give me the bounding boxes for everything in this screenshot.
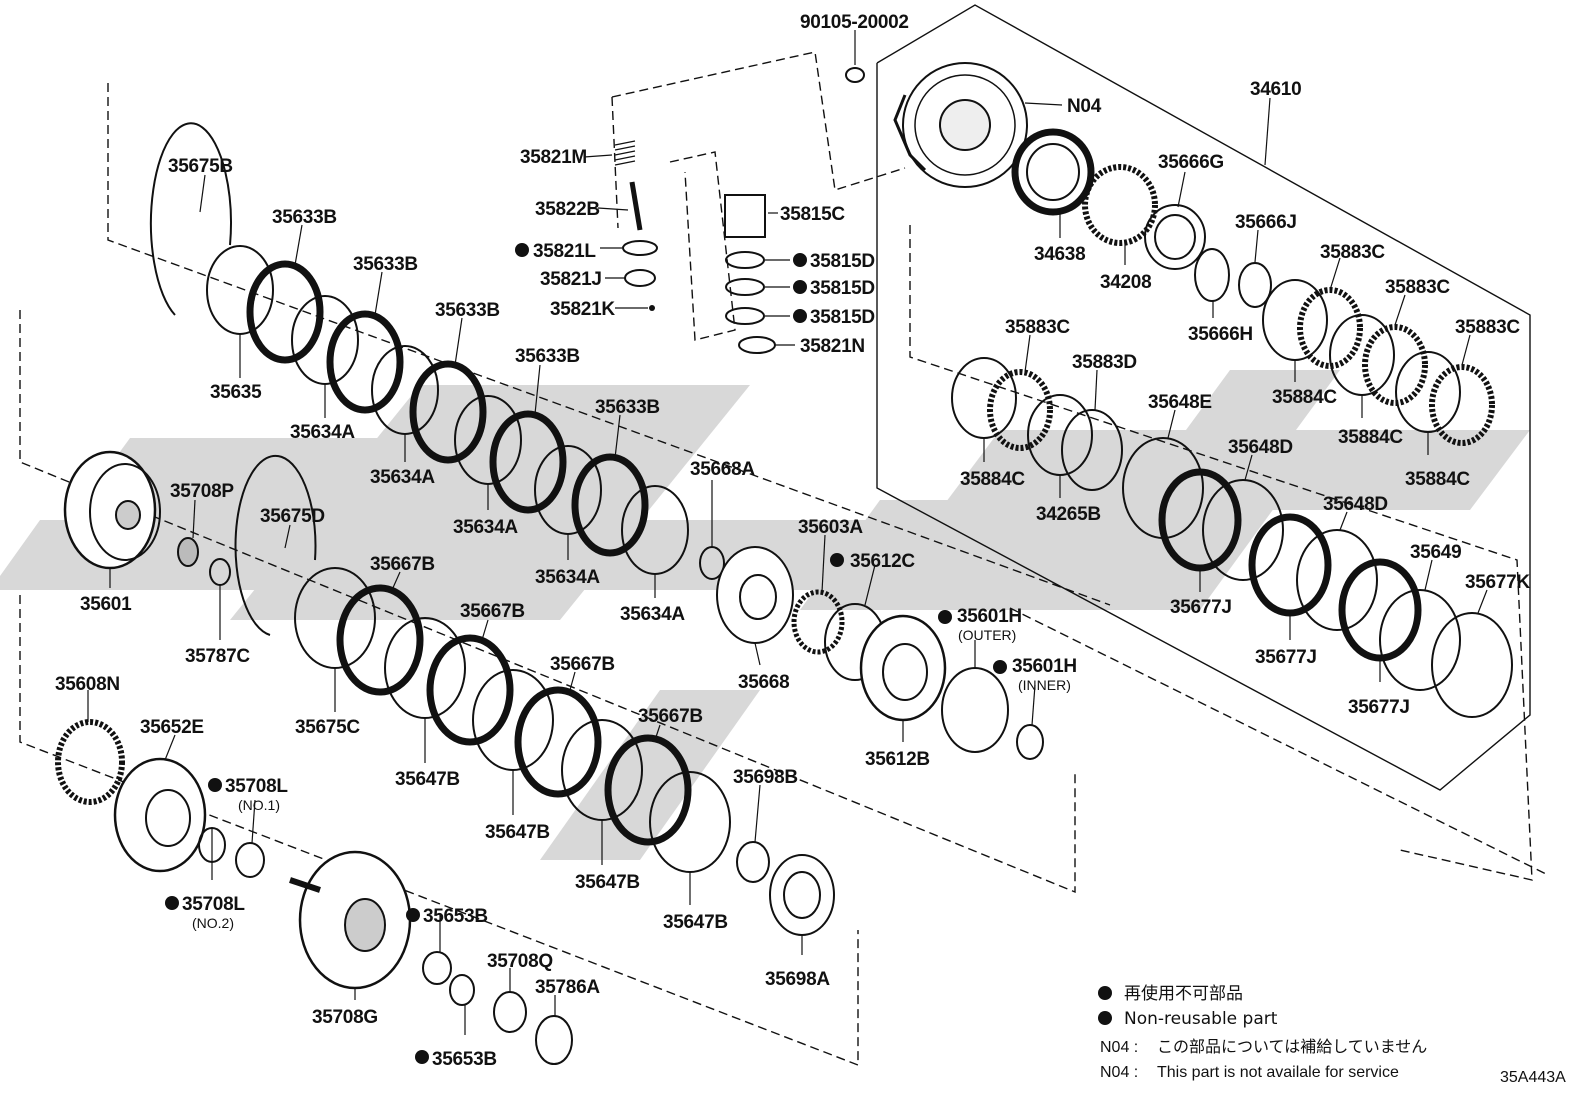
label-35634a-2: 35634A — [370, 467, 435, 488]
label-35677j-3: 35677J — [1348, 697, 1410, 718]
label-35708l-2-note: (NO.2) — [192, 915, 234, 931]
label-35884c-1: 35884C — [1272, 387, 1337, 408]
label-35603a: 35603A — [798, 517, 863, 538]
label-35634a-4: 35634A — [535, 567, 600, 588]
nonreusable-markers — [165, 243, 1112, 1064]
label-35815c: 35815C — [780, 204, 845, 225]
label-35648e: 35648E — [1148, 392, 1212, 413]
legend-jp-nonreusable: 再使用不可部品 — [1124, 983, 1243, 1004]
label-35708g: 35708G — [312, 1007, 378, 1028]
label-35667b-4: 35667B — [638, 706, 703, 727]
legend: 再使用不可部品 Non-reusable part N04 : この部品について… — [1100, 983, 1566, 1086]
leader-lines — [87, 30, 1488, 1035]
legend-n04-prefix-en: N04 : — [1100, 1064, 1138, 1081]
label-35652e: 35652E — [140, 717, 204, 738]
label-35667b-3: 35667B — [550, 654, 615, 675]
label-35633b-3: 35633B — [435, 300, 500, 321]
label-35601h-outer-note: (OUTER) — [958, 627, 1016, 643]
label-35601: 35601 — [80, 594, 132, 615]
label-35608n: 35608N — [55, 674, 120, 695]
label-35633b-4: 35633B — [515, 346, 580, 367]
label-35635: 35635 — [210, 382, 262, 403]
label-90105-20002: 90105-20002 — [800, 12, 909, 33]
label-35666h: 35666H — [1188, 324, 1253, 345]
label-35815d-3: 35815D — [810, 307, 875, 328]
label-35648d-2: 35648D — [1323, 494, 1388, 515]
label-35647b-1: 35647B — [395, 769, 460, 790]
label-35675d: 35675D — [260, 506, 325, 527]
label-35815d-1: 35815D — [810, 251, 875, 272]
label-35612c: 35612C — [850, 551, 915, 572]
label-35821k: 35821K — [550, 299, 615, 320]
label-35647b-3: 35647B — [575, 872, 640, 893]
label-35822b: 35822B — [535, 199, 600, 220]
label-35647b-2: 35647B — [485, 822, 550, 843]
label-34610: 34610 — [1250, 79, 1301, 100]
label-35821n: 35821N — [800, 336, 865, 357]
label-35666j: 35666J — [1235, 212, 1297, 233]
label-35708l-1: 35708L — [225, 776, 288, 797]
label-35647b-4: 35647B — [663, 912, 728, 933]
legend-n04-en: This part is not availale for service — [1157, 1064, 1399, 1081]
label-35667b-1: 35667B — [370, 554, 435, 575]
label-34208: 34208 — [1100, 272, 1151, 293]
label-35633b-2: 35633B — [353, 254, 418, 275]
label-n04: N04 — [1067, 96, 1102, 117]
legend-n04-jp: この部品については補給していません — [1157, 1038, 1427, 1056]
label-35601h-inner-note: (INNER) — [1018, 677, 1071, 693]
label-35648d-1: 35648D — [1228, 437, 1293, 458]
label-35698b: 35698B — [733, 767, 798, 788]
label-35884c-4: 35884C — [960, 469, 1025, 490]
label-35649: 35649 — [1410, 542, 1461, 563]
label-35666g: 35666G — [1158, 152, 1224, 173]
label-35601h-outer: 35601H — [957, 606, 1022, 627]
label-34265b: 34265B — [1036, 504, 1101, 525]
label-35708l-2: 35708L — [182, 894, 245, 915]
label-35634a-5: 35634A — [620, 604, 685, 625]
label-35821l: 35821L — [533, 241, 596, 262]
label-35883c-1: 35883C — [1320, 242, 1385, 263]
label-35668: 35668 — [738, 672, 789, 693]
part-labels: 90105-20002 34610 N04 35666G 34638 34208… — [55, 12, 1531, 1070]
group-boxes — [19, 4, 1549, 1067]
label-35668a: 35668A — [690, 459, 755, 480]
label-35667b-2: 35667B — [460, 601, 525, 622]
label-35786a: 35786A — [535, 977, 600, 998]
legend-en-nonreusable: Non-reusable part — [1124, 1009, 1278, 1029]
label-35787c: 35787C — [185, 646, 250, 667]
label-35653b-1: 35653B — [423, 906, 488, 927]
label-35884c-2: 35884C — [1338, 427, 1403, 448]
label-35821m: 35821M — [520, 147, 587, 168]
label-35815d-2: 35815D — [810, 278, 875, 299]
label-35633b-1: 35633B — [272, 207, 337, 228]
label-35675b: 35675B — [168, 156, 233, 177]
label-35708p: 35708P — [170, 481, 234, 502]
label-35698a: 35698A — [765, 969, 830, 990]
legend-n04-prefix-jp: N04 : — [1100, 1039, 1138, 1056]
label-35601h-inner: 35601H — [1012, 656, 1077, 677]
label-35633b-5: 35633B — [595, 397, 660, 418]
label-35883c-3: 35883C — [1455, 317, 1520, 338]
label-34638: 34638 — [1034, 244, 1085, 265]
label-35653b-2: 35653B — [432, 1049, 497, 1070]
drum-n04 — [893, 62, 1028, 188]
label-35883c-2: 35883C — [1385, 277, 1450, 298]
diagram-code: 35A443A — [1500, 1069, 1566, 1086]
label-35677j-1: 35677J — [1170, 597, 1232, 618]
label-35708q: 35708Q — [487, 951, 553, 972]
label-35634a-1: 35634A — [290, 422, 355, 443]
label-35634a-3: 35634A — [453, 517, 518, 538]
label-35884c-3: 35884C — [1405, 469, 1470, 490]
label-35612b: 35612B — [865, 749, 930, 770]
label-35708l-1-note: (NO.1) — [238, 797, 280, 813]
label-35675c: 35675C — [295, 717, 360, 738]
label-35883d: 35883D — [1072, 352, 1137, 373]
label-35677k: 35677K — [1465, 572, 1530, 593]
label-35821j: 35821J — [540, 269, 602, 290]
label-35677j-2: 35677J — [1255, 647, 1317, 668]
label-35883c-4: 35883C — [1005, 317, 1070, 338]
